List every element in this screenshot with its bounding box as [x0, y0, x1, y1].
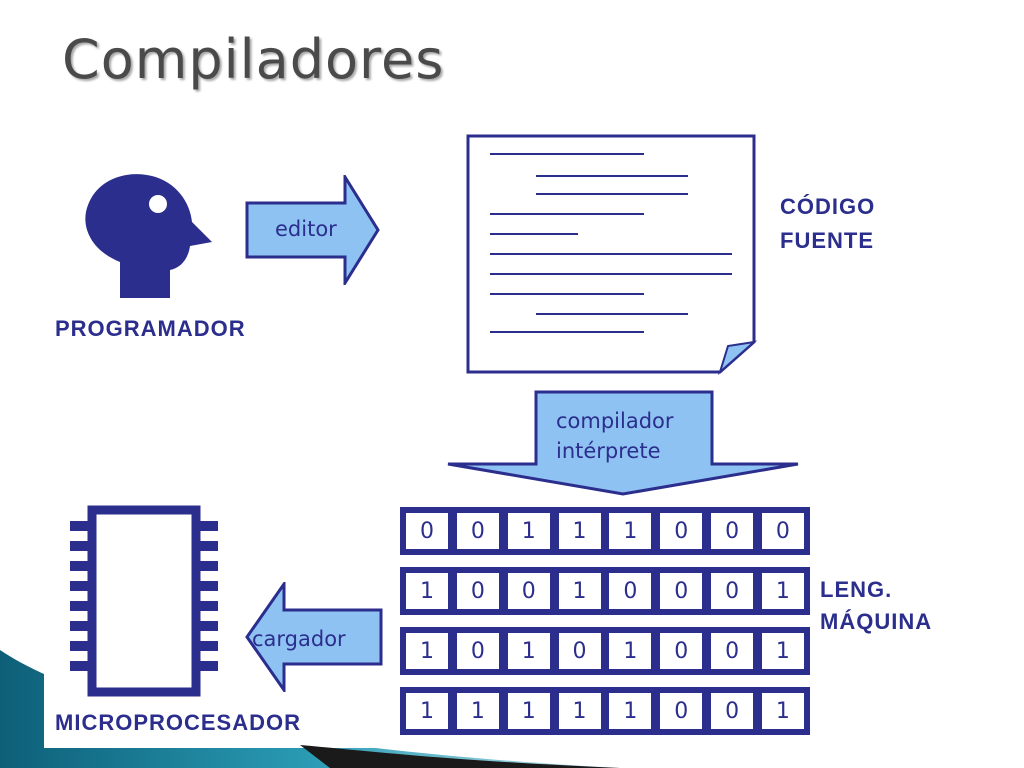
bit-cell: 1 [609, 693, 652, 729]
bit-cell: 0 [456, 573, 499, 609]
loader-arrow-label: cargador [252, 627, 346, 651]
bit-cell: 0 [761, 513, 804, 549]
compiler-arrow-label-line2: intérprete [556, 439, 661, 463]
compiler-arrow-label-line1: compilador [556, 409, 674, 433]
bit-cell: 1 [406, 693, 448, 729]
source-code-label-line2: FUENTE [780, 228, 874, 253]
bit-cell: 1 [507, 513, 550, 549]
bit-cell: 1 [761, 693, 804, 729]
bit-cell: 1 [609, 513, 652, 549]
machine-code-row: 1 0 0 1 0 0 0 1 [400, 567, 810, 615]
microprocessor-label: MICROPROCESADOR [55, 710, 302, 735]
bit-cell: 0 [711, 513, 754, 549]
editor-arrow-label: editor [275, 217, 337, 241]
bit-cell: 0 [456, 633, 499, 669]
bit-cell: 0 [456, 513, 499, 549]
bit-cell: 1 [761, 573, 804, 609]
bit-cell: 1 [507, 633, 550, 669]
bit-cell: 0 [711, 633, 754, 669]
bit-cell: 0 [660, 693, 703, 729]
bit-cell: 0 [711, 573, 754, 609]
programmer-label: PROGRAMADOR [55, 316, 246, 341]
bit-cell: 1 [558, 693, 601, 729]
arrow-down-icon [447, 390, 799, 496]
source-code-label-line1: CÓDIGO [780, 194, 876, 219]
bit-cell: 1 [609, 633, 652, 669]
bit-cell: 1 [406, 633, 448, 669]
document-page-icon [466, 134, 758, 376]
bit-cell: 0 [711, 693, 754, 729]
bit-cell: 1 [406, 573, 448, 609]
bit-cell: 0 [507, 573, 550, 609]
machine-code-row: 0 0 1 1 1 0 0 0 [400, 507, 810, 555]
microchip-icon [70, 505, 218, 697]
bit-cell: 1 [558, 513, 601, 549]
machine-code-row: 1 0 1 0 1 0 0 1 [400, 627, 810, 675]
slide-title: Compiladores [62, 28, 445, 91]
bit-cell: 0 [660, 633, 703, 669]
machine-language-label-line2: MÁQUINA [820, 609, 933, 634]
arrow-left-icon [245, 582, 383, 692]
machine-language-label-line1: LENG. [820, 577, 893, 602]
bit-cell: 0 [609, 573, 652, 609]
bit-cell: 1 [558, 573, 601, 609]
person-head-silhouette-icon [85, 174, 212, 298]
bit-cell: 0 [660, 573, 703, 609]
bit-cell: 1 [456, 693, 499, 729]
machine-code-row: 1 1 1 1 1 0 0 1 [400, 687, 810, 735]
arrow-right-icon [245, 175, 380, 285]
bit-cell: 1 [761, 633, 804, 669]
bit-cell: 0 [660, 513, 703, 549]
bit-cell: 0 [406, 513, 448, 549]
bit-cell: 1 [507, 693, 550, 729]
bit-cell: 0 [558, 633, 601, 669]
